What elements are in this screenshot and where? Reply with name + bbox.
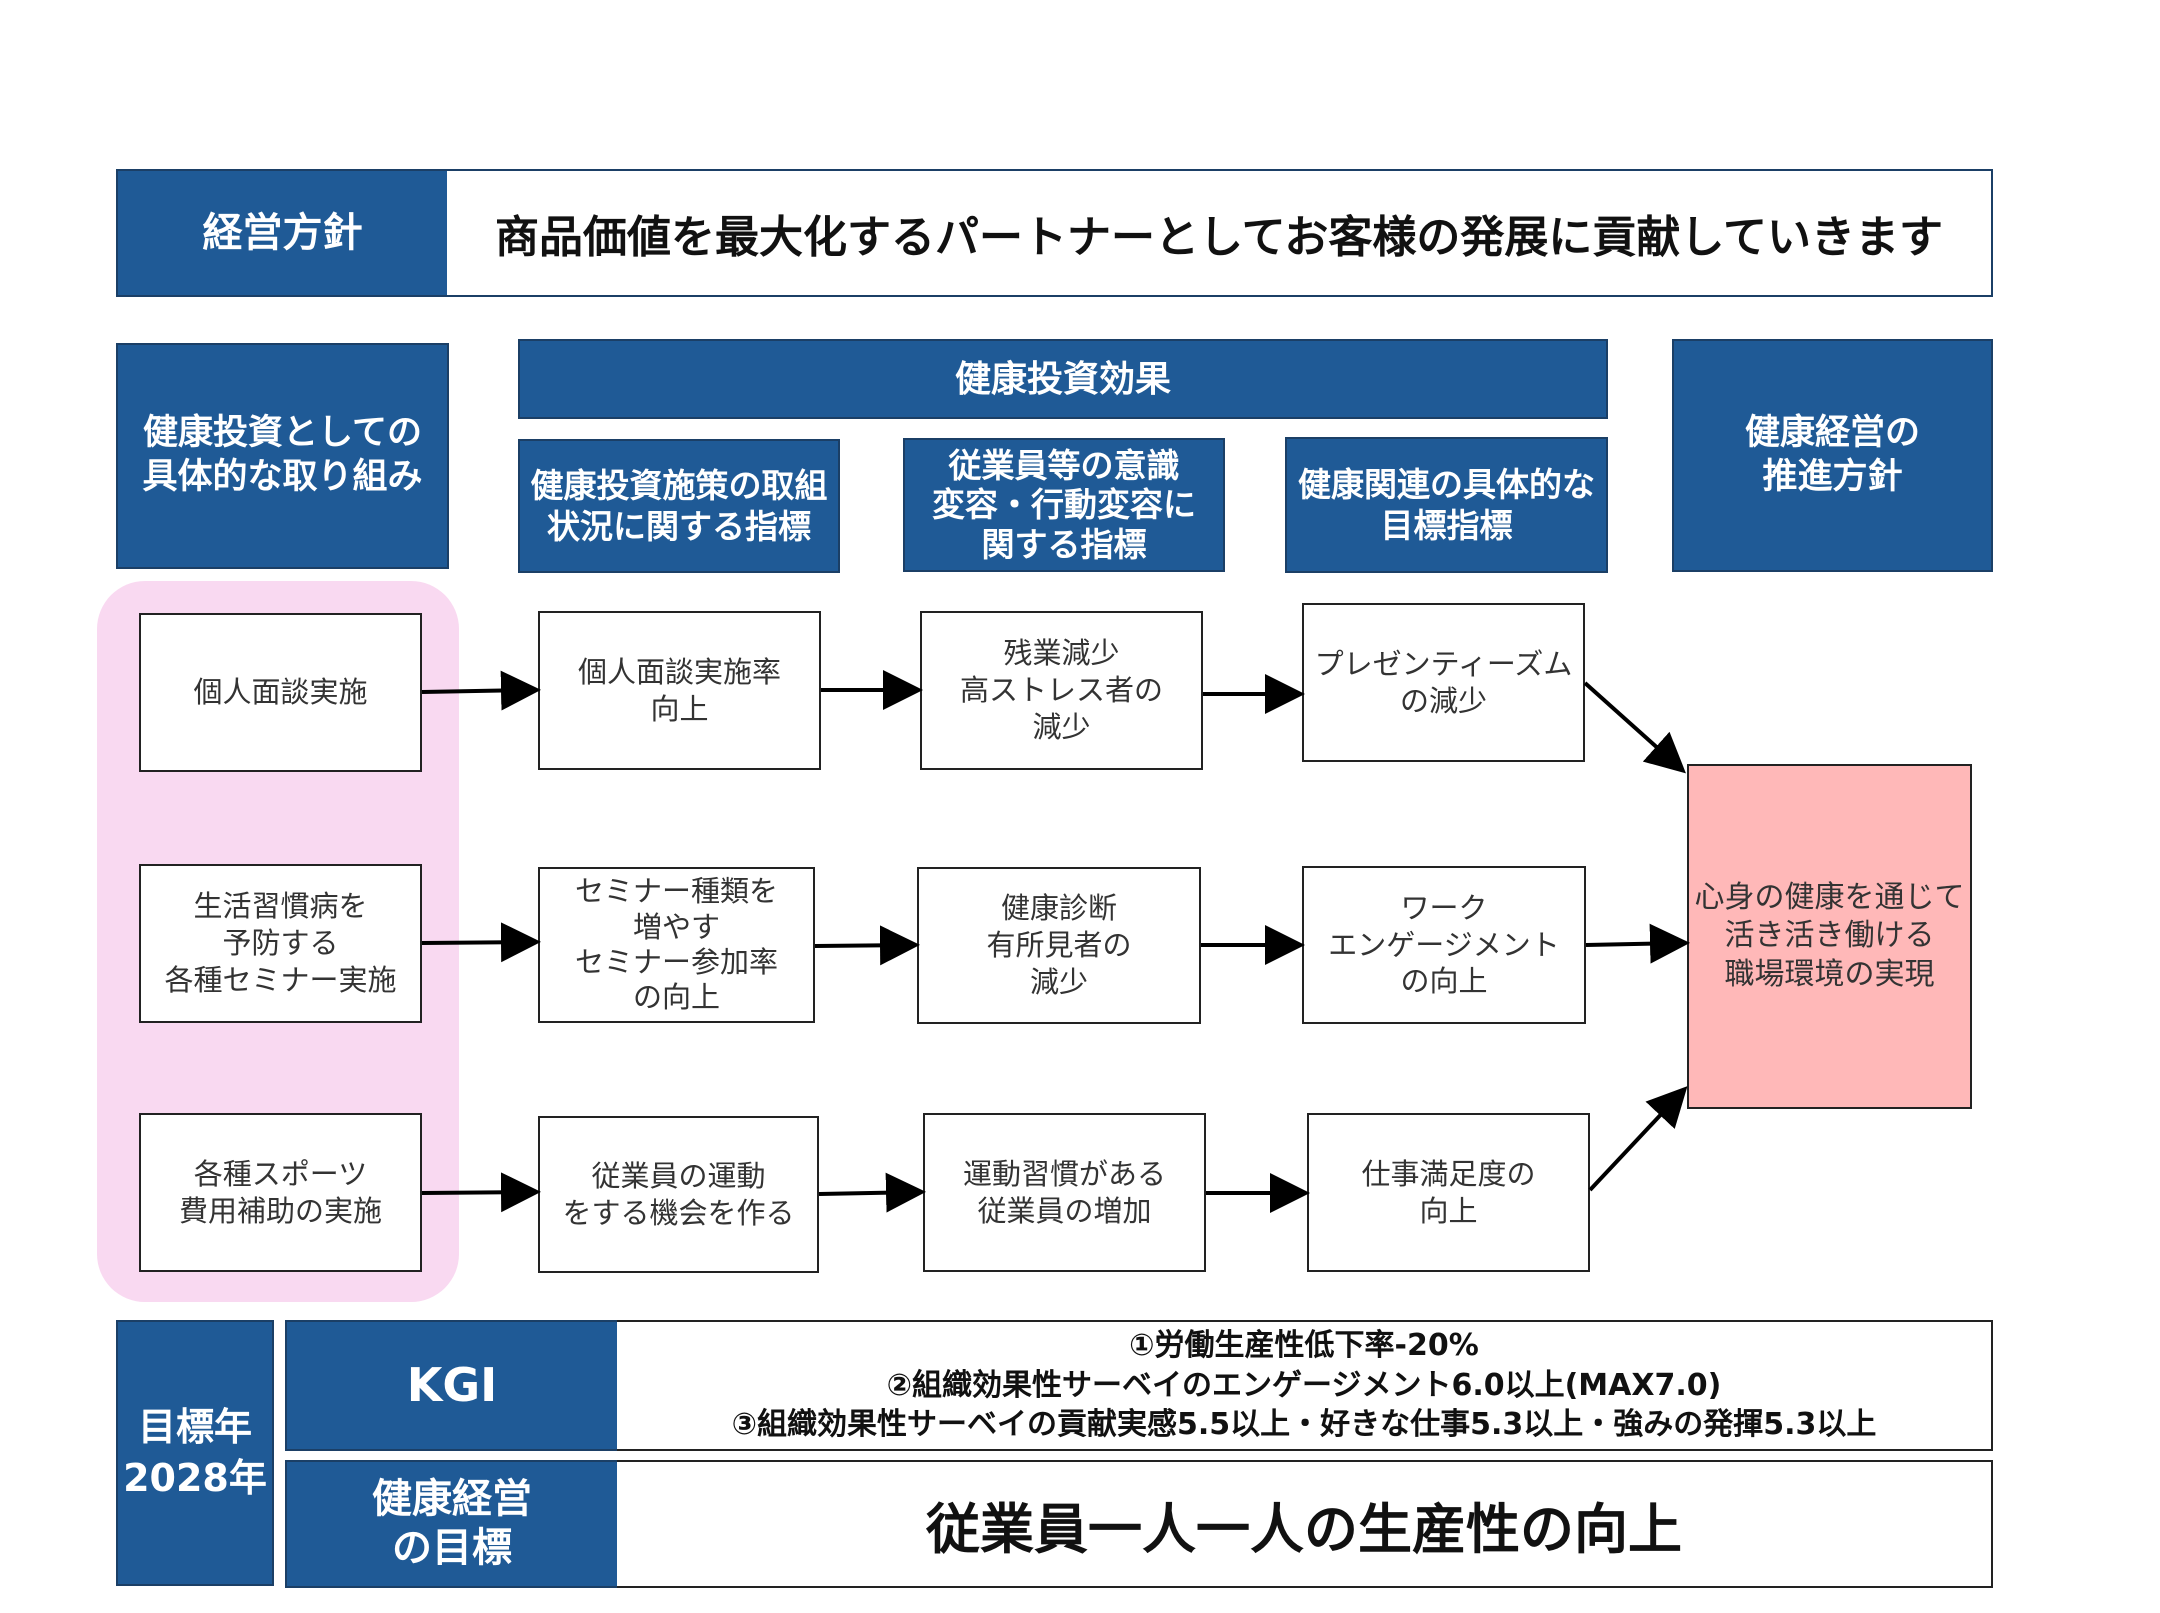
header-initiatives: 健康投資としての 具体的な取り組み <box>116 343 449 569</box>
arrow-r3-b <box>818 1172 926 1213</box>
kgi-item-3: ③組織効果性サーベイの貢献実感5.5以上・好きな仕事5.3以上・強みの発揮5.3… <box>731 1407 1877 1443</box>
row2-target: ワーク エンゲージメント の向上 <box>1302 866 1586 1024</box>
header-effects: 健康投資効果 <box>518 339 1608 419</box>
row1-status: 個人面談実施率 向上 <box>538 611 821 770</box>
row3-awareness: 運動習慣がある 従業員の増加 <box>923 1113 1206 1272</box>
kgi-content: ①労働生産性低下率-20% ②組織効果性サーベイのエンゲージメント6.0以上(M… <box>617 1320 1993 1451</box>
goal-box: 心身の健康を通じて 活き活き働ける 職場環境の実現 <box>1687 764 1972 1109</box>
arrow-r1-a <box>421 670 541 711</box>
row1-target: プレゼンティーズム の減少 <box>1302 603 1585 762</box>
row1-initiative: 個人面談実施 <box>139 613 422 772</box>
header-col-awareness: 従業員等の意識 変容・行動変容に 関する指標 <box>903 438 1225 572</box>
arrow-r2-b <box>814 925 920 966</box>
row2-initiative: 生活習慣病を 予防する 各種セミナー実施 <box>139 864 422 1023</box>
health-goal-label: 健康経営 の目標 <box>285 1460 619 1588</box>
arrow-r1-d <box>1583 681 1686 774</box>
arrow-r3-d <box>1588 1086 1688 1192</box>
row3-initiative: 各種スポーツ 費用補助の実施 <box>139 1113 422 1272</box>
row3-status: 従業員の運動 をする機会を作る <box>538 1116 819 1273</box>
row3-target: 仕事満足度の 向上 <box>1307 1113 1590 1272</box>
arrow-r2-d <box>1585 923 1690 964</box>
policy-label: 経営方針 <box>116 169 449 297</box>
kgi-item-2: ②組織効果性サーベイのエンゲージメント6.0以上(MAX7.0) <box>886 1367 1722 1403</box>
target-year: 目標年 2028年 <box>116 1320 274 1586</box>
row2-awareness: 健康診断 有所見者の 減少 <box>917 867 1201 1024</box>
policy-text: 商品価値を最大化するパートナーとしてお客様の発展に貢献していきます <box>447 169 1993 297</box>
row1-awareness: 残業減少 高ストレス者の 減少 <box>920 611 1203 770</box>
health-goal-text: 従業員一人一人の生産性の向上 <box>617 1460 1993 1588</box>
header-direction: 健康経営の 推進方針 <box>1672 339 1993 572</box>
header-col-target: 健康関連の具体的な 目標指標 <box>1285 437 1608 573</box>
kgi-label: KGI <box>285 1320 619 1451</box>
kgi-item-1: ①労働生産性低下率-20% <box>1129 1328 1479 1364</box>
row2-status: セミナー種類を 増やす セミナー参加率 の向上 <box>538 867 815 1023</box>
header-col-status: 健康投資施策の取組 状況に関する指標 <box>518 439 840 573</box>
arrow-r3-a <box>421 1172 541 1213</box>
arrow-r2-a <box>421 922 541 963</box>
